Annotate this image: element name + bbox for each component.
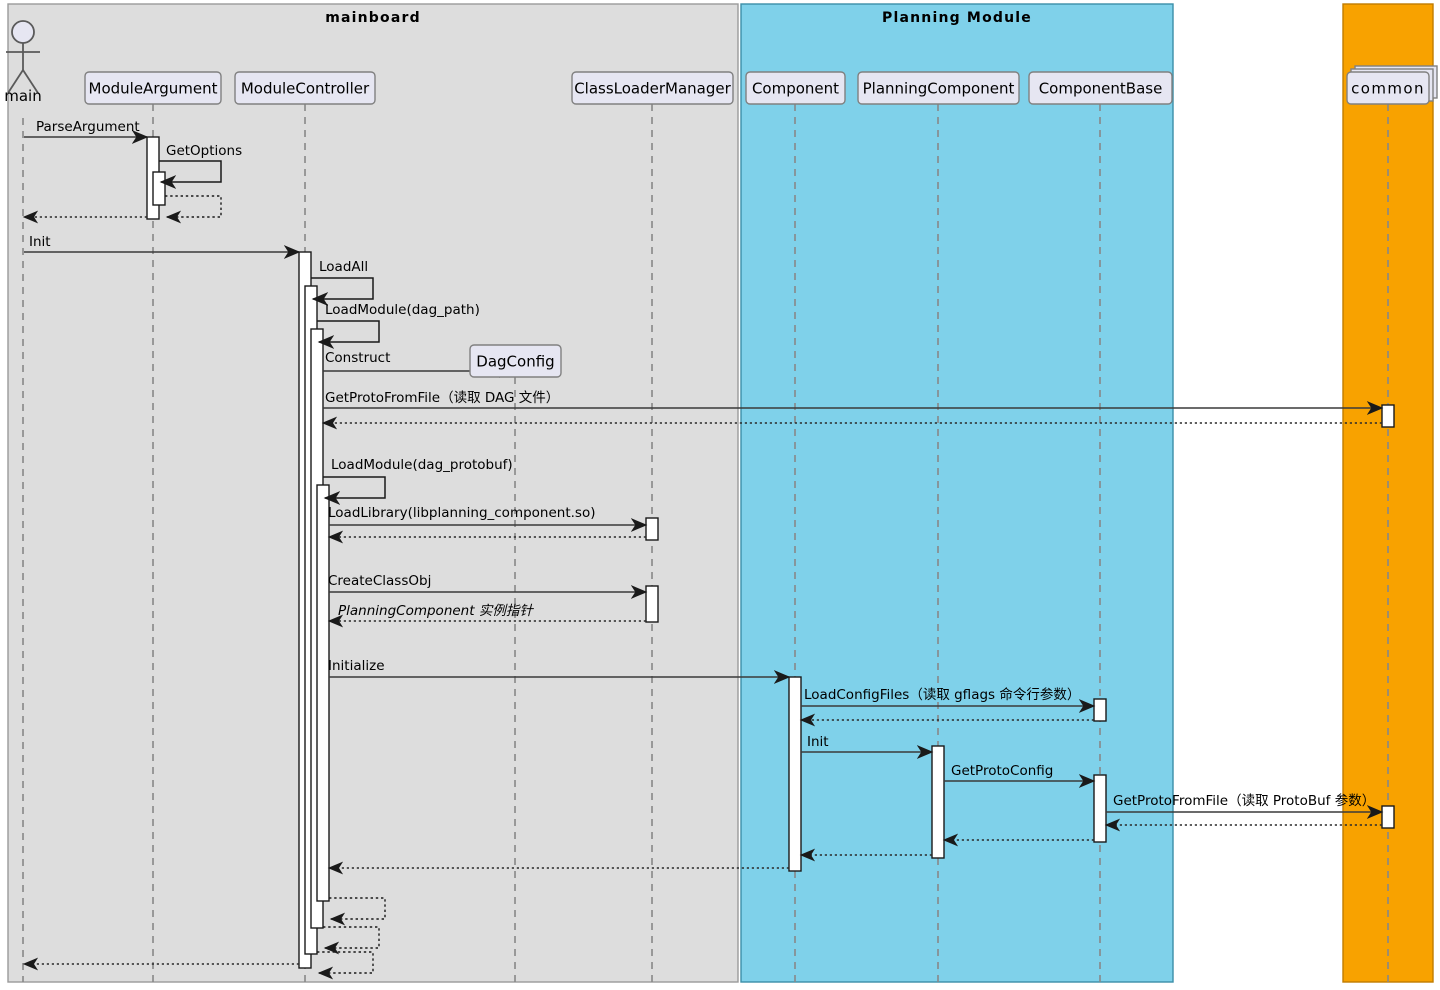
participants-layer: ModuleArgument ModuleController ClassLoade… — [84, 65, 1438, 378]
message-m12: LoadLibrary(libplanning_component.so) — [328, 505, 648, 532]
message-label-m9: GetProtoFromFile（读取 DAG 文件） — [325, 390, 559, 406]
message-m11: LoadModule(dag_protobuf) — [323, 457, 513, 505]
message-label-m20: GetProtoConfig — [951, 763, 1053, 779]
message-m7: LoadModule(dag_path) — [317, 302, 480, 349]
self-message-line — [159, 160, 222, 189]
message-m1: ParseArgument — [24, 119, 149, 144]
message-label-m21: GetProtoFromFile（读取 ProtoBuf 参数） — [1113, 792, 1375, 809]
participant-label-planning-component: PlanningComponent — [863, 80, 1015, 98]
message-label-m7: LoadModule(dag_path) — [325, 302, 480, 318]
message-m27 — [323, 926, 380, 955]
activation-bar-planning-component — [931, 745, 945, 859]
message-m26 — [329, 897, 386, 926]
message-m19: Init — [801, 734, 934, 759]
participant-box-component[interactable] — [745, 71, 846, 105]
message-label-m11: LoadModule(dag_protobuf) — [331, 457, 513, 473]
activation-bar-common — [1381, 404, 1395, 428]
message-label-m12: LoadLibrary(libplanning_component.so) — [328, 505, 595, 521]
message-m6: LoadAll — [311, 259, 374, 306]
activations-layer — [146, 136, 1395, 969]
participant-component-base[interactable]: ComponentBase — [1028, 71, 1173, 105]
message-m17: LoadConfigFiles（读取 gflags 命令行参数） — [801, 686, 1096, 713]
message-m14: CreateClassObj — [328, 573, 648, 599]
activation-bar-component-base — [1093, 774, 1107, 843]
package-title-planning: Planning Module — [882, 10, 1032, 26]
message-label-m6: LoadAll — [319, 259, 368, 275]
message-m20: GetProtoConfig — [944, 763, 1096, 788]
actor-head-icon — [11, 20, 35, 44]
message-m28 — [317, 951, 374, 980]
participant-label-dag-config: DagConfig — [476, 353, 554, 371]
self-message-line — [165, 195, 222, 224]
message-label-m5: Init — [29, 234, 51, 250]
participant-box-class-loader-manager[interactable] — [571, 71, 734, 105]
activation-bar-module-argument — [152, 171, 166, 206]
message-label-m2: GetOptions — [166, 143, 242, 159]
message-label-m19: Init — [807, 734, 829, 750]
message-m9: GetProtoFromFile（读取 DAG 文件） — [323, 390, 1384, 415]
message-m21: GetProtoFromFile（读取 ProtoBuf 参数） — [1106, 792, 1384, 819]
participant-module-controller[interactable]: ModuleController — [234, 71, 376, 105]
message-label-m17: LoadConfigFiles（读取 gflags 命令行参数） — [804, 686, 1080, 703]
message-label-m14: CreateClassObj — [328, 573, 431, 589]
participant-common[interactable]: common — [1346, 65, 1438, 105]
participant-label-common: common — [1351, 80, 1425, 98]
participant-box-component-base[interactable] — [1028, 71, 1173, 105]
participant-module-argument[interactable]: ModuleArgument — [84, 71, 222, 105]
participant-box-planning-component[interactable] — [857, 71, 1020, 105]
message-m5: Init — [24, 234, 301, 259]
message-label-m16: Initialize — [328, 658, 385, 674]
activation-bar-class-loader-manager — [645, 585, 659, 623]
activation-bar-component — [788, 676, 802, 872]
self-message-line — [311, 277, 374, 306]
participant-label-class-loader-manager: ClassLoaderManager — [574, 80, 731, 98]
package-planning — [740, 3, 1174, 983]
message-m16: Initialize — [328, 658, 791, 684]
actor-layer: main — [4, 20, 42, 105]
participant-box-dag-config[interactable] — [469, 344, 562, 378]
message-m2: GetOptions — [159, 143, 242, 189]
participant-planning-component[interactable]: PlanningComponent — [857, 71, 1020, 105]
message-label-m8: Construct — [325, 350, 390, 366]
package-title-mainboard: mainboard — [325, 10, 421, 26]
self-message-line — [317, 320, 380, 349]
participant-dag-config[interactable]: DagConfig — [469, 344, 562, 378]
actor-label-main: main — [4, 87, 41, 105]
messages-layer: ParseArgumentGetOptionsInitLoadAllLoadMo… — [22, 119, 1384, 980]
participant-label-module-controller: ModuleController — [241, 80, 370, 98]
activation-bar-module-controller — [316, 484, 330, 902]
activation-bar-component-base — [1093, 698, 1107, 722]
participant-box-module-controller[interactable] — [234, 71, 376, 105]
package-mainboard — [7, 3, 739, 983]
self-message-line — [329, 897, 386, 926]
participant-label-module-argument: ModuleArgument — [89, 80, 218, 98]
participant-box-common[interactable] — [1346, 71, 1430, 105]
actor-leg-right-icon — [22, 69, 39, 94]
self-message-line — [317, 951, 374, 980]
message-label-m15: PlanningComponent 实例指针 — [338, 603, 534, 619]
self-message-line — [323, 926, 380, 955]
activation-bar-common — [1381, 805, 1395, 829]
message-label-m1: ParseArgument — [36, 119, 140, 135]
participant-class-loader-manager[interactable]: ClassLoaderManager — [571, 71, 734, 105]
participant-component[interactable]: Component — [745, 71, 846, 105]
participant-label-component-base: ComponentBase — [1039, 80, 1163, 98]
message-m15: PlanningComponent 实例指针 — [327, 603, 646, 628]
self-message-line — [323, 476, 386, 505]
activation-bar-class-loader-manager — [645, 517, 659, 541]
participant-label-component: Component — [752, 80, 839, 98]
actor-main[interactable]: main — [4, 20, 42, 105]
actor-leg-left-icon — [7, 69, 24, 94]
message-m3 — [165, 195, 222, 224]
participant-box-module-argument[interactable] — [84, 71, 222, 105]
